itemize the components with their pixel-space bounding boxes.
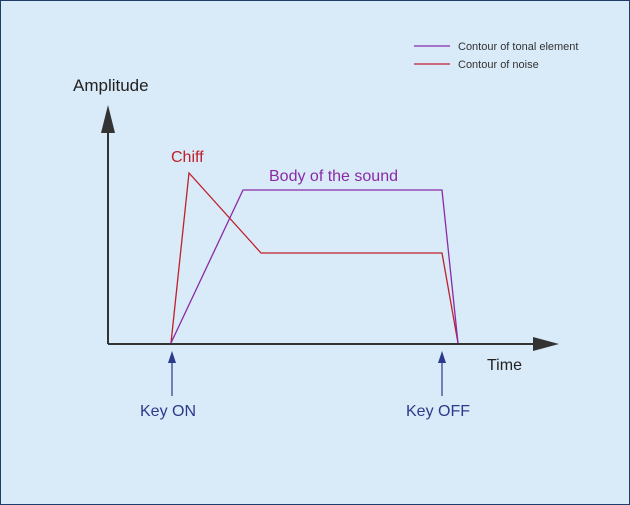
key-on-arrowhead [168,351,176,363]
chiff-label: Chiff [171,149,204,166]
key-on-marker: Key ON [140,351,196,420]
noise-contour-line [170,171,459,344]
x-axis-label: Time [487,357,522,374]
key-off-arrowhead [438,351,446,363]
body-of-sound-label: Body of the sound [269,168,398,185]
key-off-marker: Key OFF [406,351,470,420]
legend-tonal-label: Contour of tonal element [458,41,578,53]
key-on-label: Key ON [140,403,196,420]
legend-noise-label: Contour of noise [458,59,539,71]
legend: Contour of tonal element Contour of nois… [414,41,578,71]
x-axis-arrowhead [533,337,559,351]
key-off-label: Key OFF [406,403,470,420]
y-axis-arrowhead [101,105,115,133]
axes: Amplitude Time [73,76,559,374]
tonal-contour-line [170,189,459,344]
y-axis-label: Amplitude [73,76,149,95]
